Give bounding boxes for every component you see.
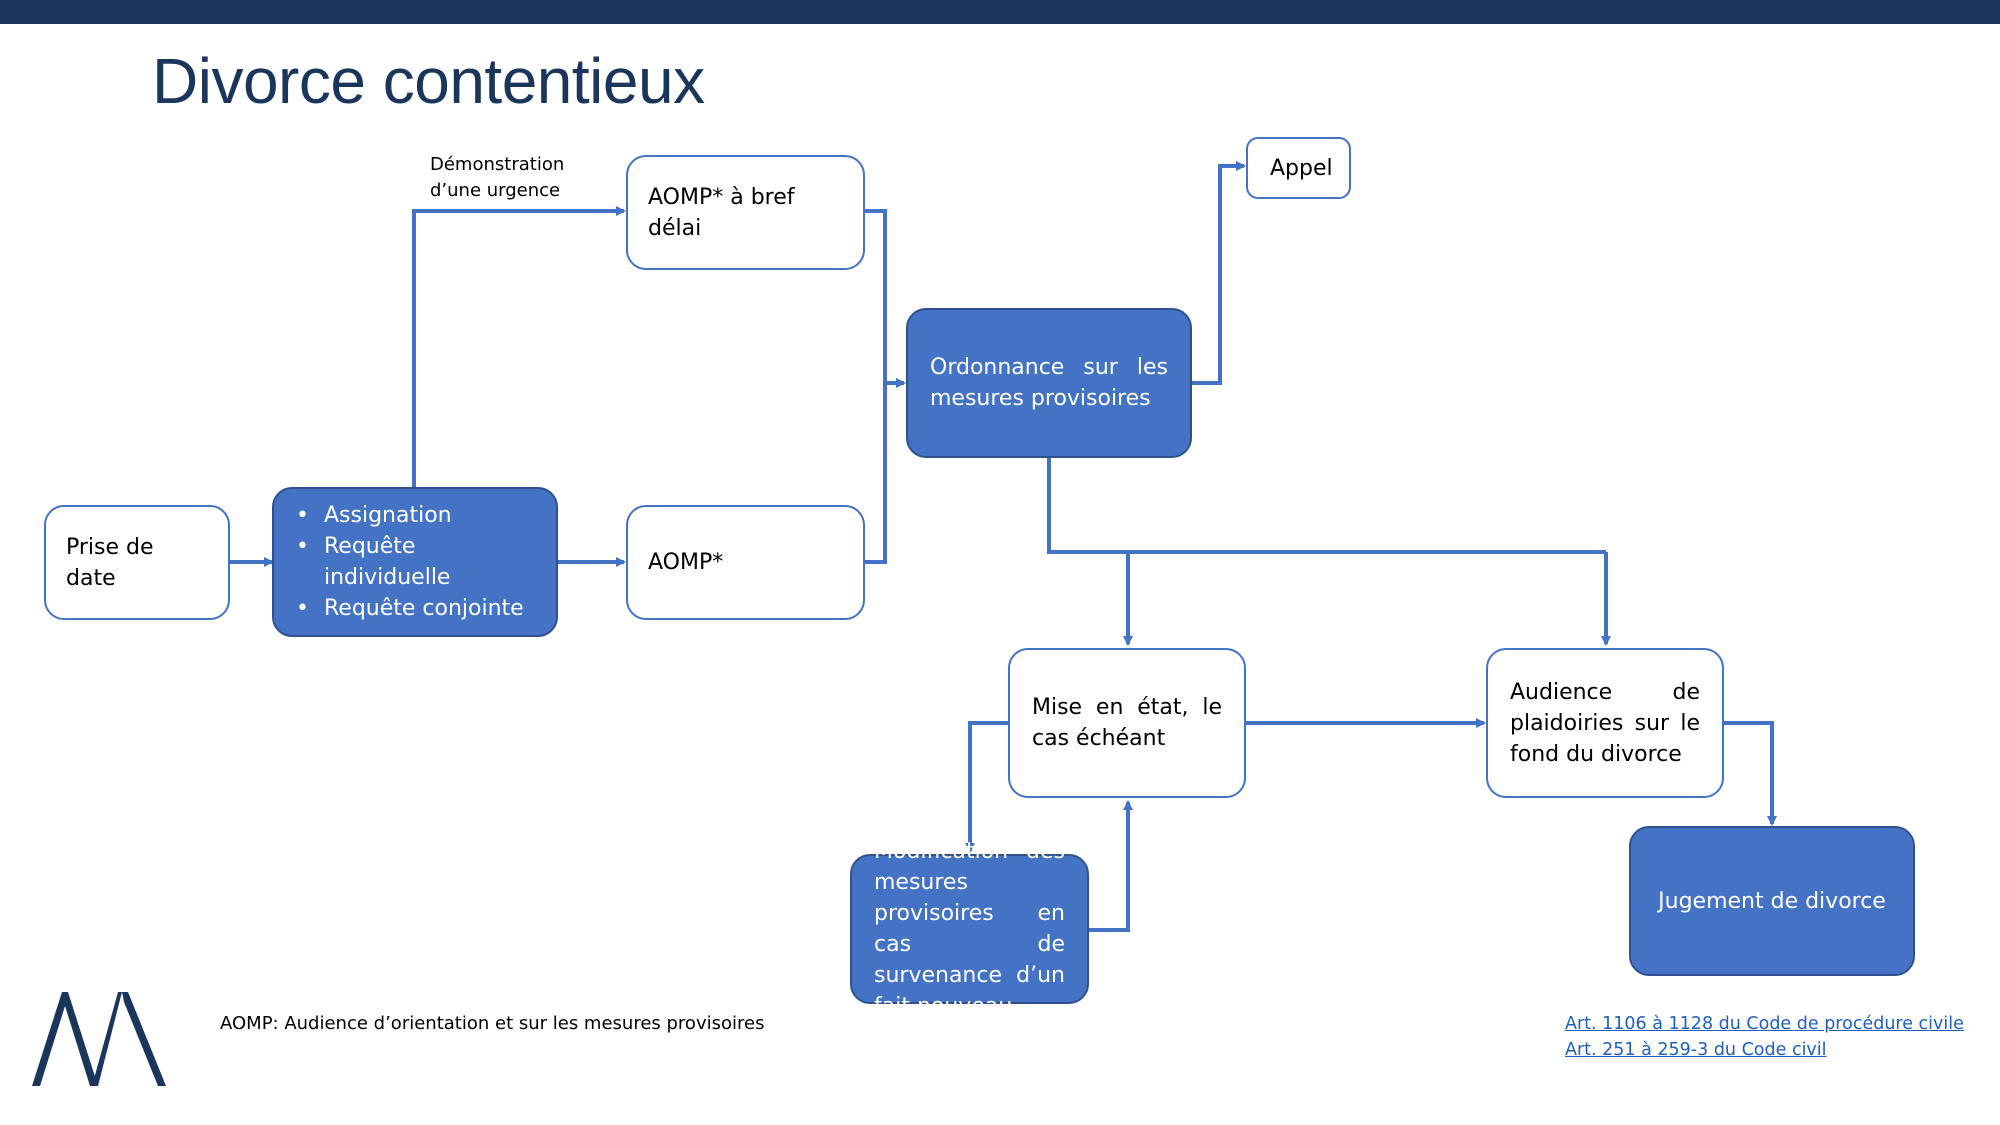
footnote: AOMP: Audience d’orientation et sur les … [220, 1013, 765, 1034]
arrow-modification-to-mise-en-etat [1089, 800, 1133, 932]
assignation-list: Assignation Requête individuelle Requête… [296, 500, 536, 624]
node-mise-en-etat-label: Mise en état, le cas échéant [1032, 695, 1222, 751]
assignation-item: Requête individuelle [296, 531, 536, 593]
node-jugement-label: Jugement de divorce [1658, 888, 1886, 914]
urgence-label: Démonstration d’une urgence [430, 152, 564, 204]
node-aomp-label: AOMP* [648, 550, 724, 575]
node-prise-de-date-label: Prise de date [66, 534, 154, 591]
node-aomp-bref-delai: AOMP* à bref délai [626, 155, 865, 270]
urgence-label-line1: Démonstration [430, 154, 565, 175]
reference-link-code-civil[interactable]: Art. 251 à 259-3 du Code civil [1565, 1040, 1827, 1060]
node-assignation: Assignation Requête individuelle Requête… [272, 487, 558, 637]
node-prise-de-date: Prise de date [44, 505, 230, 620]
node-ordonnance-label: Ordonnance sur les mesures provisoires [930, 355, 1168, 411]
connector-ordonnance-split [1047, 458, 1606, 554]
arrow-audience-to-jugement [1724, 721, 1777, 826]
node-mise-en-etat: Mise en état, le cas échéant [1008, 648, 1246, 798]
node-appel-label: Appel [1270, 155, 1333, 181]
reference-link-cpc[interactable]: Art. 1106 à 1128 du Code de procédure ci… [1565, 1014, 1964, 1034]
assignation-item: Requête conjointe [296, 593, 536, 624]
node-audience-label: Audience de plaidoiries sur le fond du d… [1510, 679, 1700, 767]
node-appel: Appel [1246, 137, 1351, 199]
page-title: Divorce contentieux [152, 45, 705, 117]
brand-logo [32, 992, 166, 1086]
urgence-label-line2: d’une urgence [430, 180, 561, 201]
legal-references: Art. 1106 à 1128 du Code de procédure ci… [1565, 1011, 1964, 1063]
node-aomp: AOMP* [626, 505, 865, 620]
node-modification: Modification des mesures provisoires en … [850, 839, 1089, 1019]
node-modification-label: Modification des mesures provisoires en … [874, 839, 1065, 1019]
arrow-mise-en-etat-to-modification [965, 721, 1008, 853]
node-ordonnance: Ordonnance sur les mesures provisoires [906, 308, 1192, 458]
arrow-urgence-to-aomp-bref [412, 206, 626, 487]
top-banner [0, 0, 2000, 24]
node-aomp-bref-delai-label: AOMP* à bref délai [648, 184, 795, 241]
assignation-item: Assignation [296, 500, 536, 531]
node-jugement: Jugement de divorce [1629, 826, 1915, 976]
connector-aomp-bref-to-merge [865, 209, 887, 564]
arrow-ordonnance-to-appel [1192, 161, 1246, 385]
node-audience: Audience de plaidoiries sur le fond du d… [1486, 648, 1724, 798]
